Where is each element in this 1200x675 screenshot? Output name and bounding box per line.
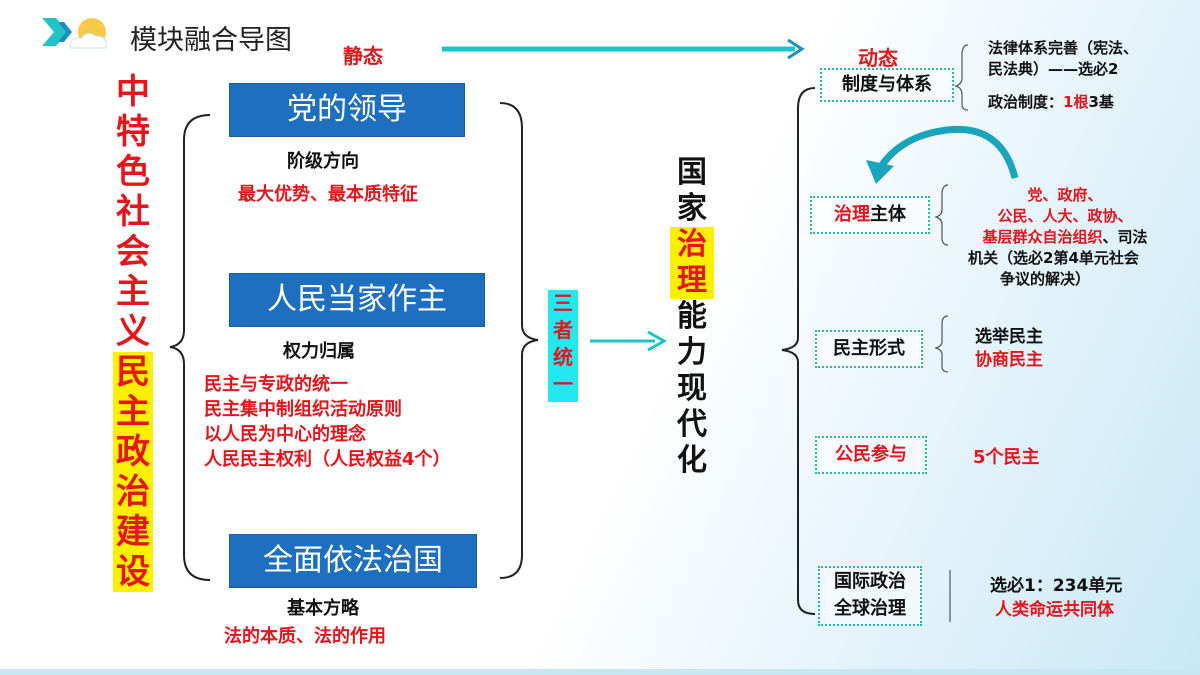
vertical-char: 家 [677, 191, 707, 226]
pillar-1-detail: 最大优势、最本质特征 [238, 184, 418, 205]
center-title: 国家治理能力现代化 [670, 155, 714, 479]
curved-arrow [877, 125, 1019, 179]
vertical-char: 现 [677, 371, 707, 406]
vertical-char: 者 [553, 318, 573, 342]
pillar-rule-of-law: 全面依法治国 [229, 534, 477, 588]
pillar-3-detail: 法的本质、法的作用 [224, 626, 386, 647]
detail-line: 民主与专政的统一 [204, 374, 348, 395]
arrow-head-icon [866, 160, 894, 184]
vertical-char: 会 [116, 232, 150, 272]
vertical-char: 力 [677, 335, 707, 370]
vertical-char: 主 [113, 392, 153, 432]
system-details: 法律体系完善（宪法、 民法典）——选必2 [988, 38, 1138, 80]
pillar-2-details: 民主与专政的统一 民主集中制组织活动原则 以人民为中心的理念 人民民主权利（人民… [204, 372, 451, 472]
form-item-consultation: 协商民主 [975, 350, 1043, 370]
right-brace [781, 87, 816, 615]
vertical-char: 社 [116, 192, 150, 232]
detail-line: 以人民为中心的理念 [204, 424, 366, 445]
left-brace [169, 114, 211, 581]
vertical-char: 三 [553, 291, 573, 315]
pillar-2-sub: 权力归属 [283, 341, 355, 362]
pillar-party-leadership: 党的领导 [229, 83, 465, 137]
citizen-participation-box: 公民参与 [815, 436, 927, 474]
vertical-char: 设 [113, 552, 153, 592]
vertical-char: 民 [113, 352, 153, 392]
global-line-2: 人类命运共同体 [995, 600, 1114, 620]
democracy-form-box: 民主形式 [815, 330, 923, 368]
politics-system: 政治制度：1根3基 [988, 93, 1114, 111]
vertical-char: 理 [670, 263, 714, 299]
logo-icon [42, 18, 107, 49]
arrow-right-icon [787, 38, 805, 60]
unity-box: 三者统一 [548, 290, 578, 402]
vertical-char: 代 [677, 407, 707, 442]
vertical-char: 能 [677, 299, 707, 334]
subject-box: 治理主体 [810, 196, 930, 234]
participation-value: 5个民主 [973, 447, 1040, 468]
pillar-3-sub: 基本方略 [287, 598, 359, 619]
system-line: 法律体系完善（宪法、 [988, 39, 1139, 57]
dynamic-label: 动态 [858, 46, 898, 70]
vertical-char: 特 [116, 112, 150, 152]
vertical-char: 国 [677, 155, 707, 190]
global-governance-box: 国际政治 全球治理 [818, 566, 922, 626]
vertical-char: 化 [677, 443, 707, 478]
vertical-char: 统 [553, 345, 573, 369]
system-line: 民法典）——选必2 [988, 60, 1119, 78]
static-label: 静态 [343, 44, 383, 68]
vertical-char: 建 [113, 512, 153, 552]
detail-line: 民主集中制组织活动原则 [204, 399, 402, 420]
vertical-char: 治 [113, 472, 153, 512]
vertical-char: 治 [670, 227, 714, 263]
vertical-char: 主 [116, 272, 150, 312]
detail-line: 人民民主权利（人民权益4个） [204, 449, 451, 470]
vertical-char: 政 [113, 432, 153, 472]
form-item-election: 选举民主 [975, 327, 1043, 347]
system-box: 制度与体系 [820, 68, 954, 102]
vertical-char: 一 [553, 372, 573, 396]
vertical-char: 色 [116, 152, 150, 192]
vertical-char: 中 [116, 72, 150, 112]
subject-details: 党、政府、 公民、人大、政协、 基层群众自治组织、司法 机关（选必2第4单元社会… [968, 186, 1148, 288]
global-line-1: 选必1：234单元 [990, 576, 1123, 596]
pillar-1-sub: 阶级方向 [287, 151, 359, 172]
pillar-people-masters: 人民当家作主 [229, 273, 485, 327]
middle-brace [499, 102, 539, 579]
left-vertical-title: 中特色社会主义民主政治建设 [113, 72, 153, 592]
page-title: 模块融合导图 [130, 25, 292, 56]
arrow-right-icon [647, 330, 668, 352]
bottom-strip [0, 669, 1200, 675]
vertical-char: 义 [116, 312, 150, 352]
